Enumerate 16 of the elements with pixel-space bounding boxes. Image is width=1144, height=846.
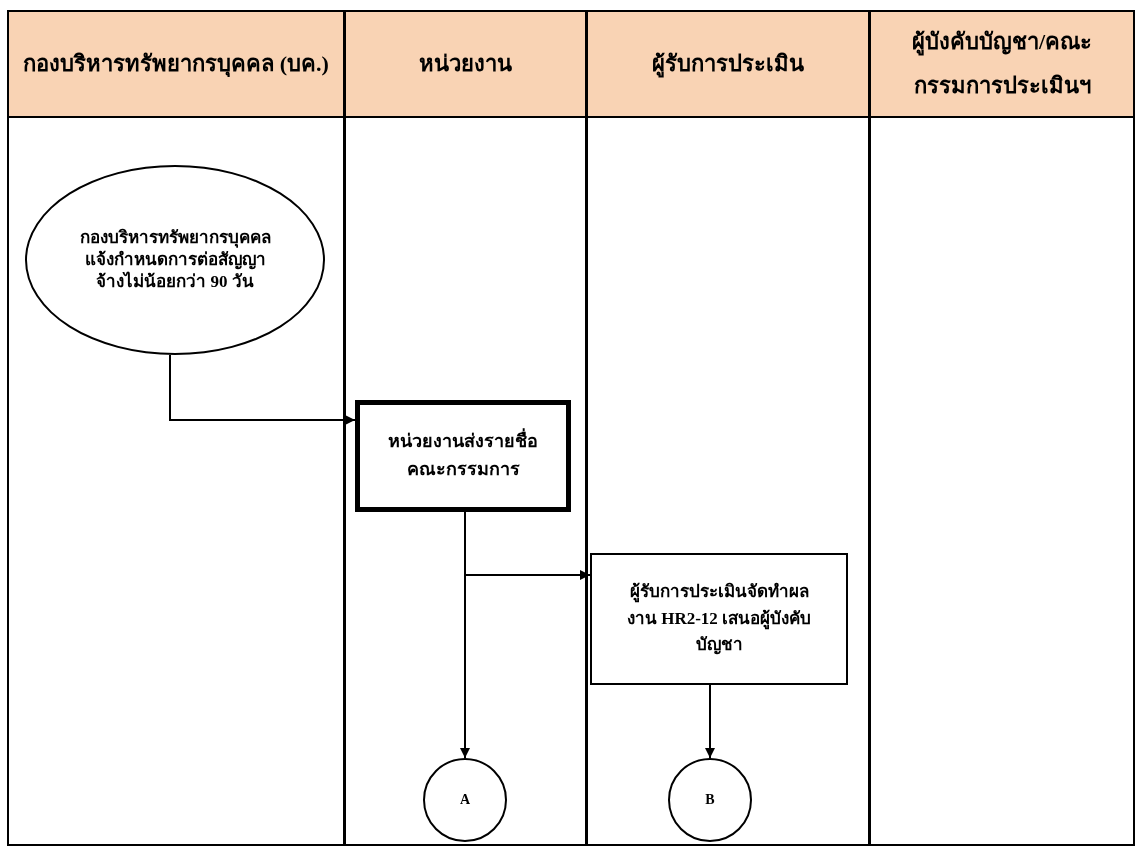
connector-circle: B (668, 758, 752, 842)
swimlane (7, 10, 345, 846)
connector-circle: A (423, 758, 507, 842)
arrow (464, 511, 591, 580)
lane-header: ผู้บังคับบัญชา/คณะกรรมการประเมินฯ (871, 12, 1133, 118)
lane-header: หน่วยงาน (346, 12, 585, 118)
arrow (705, 684, 715, 759)
lane-header: ผู้รับการประเมิน (588, 12, 868, 118)
lane-header: กองบริหารทรัพยากรบุคคล (บค.) (9, 12, 343, 118)
start-ellipse: กองบริหารทรัพยากรบุคคลแจ้งกำหนดการต่อสัญญาจ้างไม่น้อยกว่า 90 วัน (25, 165, 325, 355)
process-box: ผู้รับการประเมินจัดทำผลงาน HR2-12 เสนอผู้บังคับบัญชา (590, 553, 848, 685)
swimlane (869, 10, 1135, 846)
process-box: หน่วยงานส่งรายชื่อคณะกรรมการ (355, 400, 571, 512)
swimlane (344, 10, 587, 846)
swimlane (586, 10, 870, 846)
arrow (169, 354, 356, 425)
